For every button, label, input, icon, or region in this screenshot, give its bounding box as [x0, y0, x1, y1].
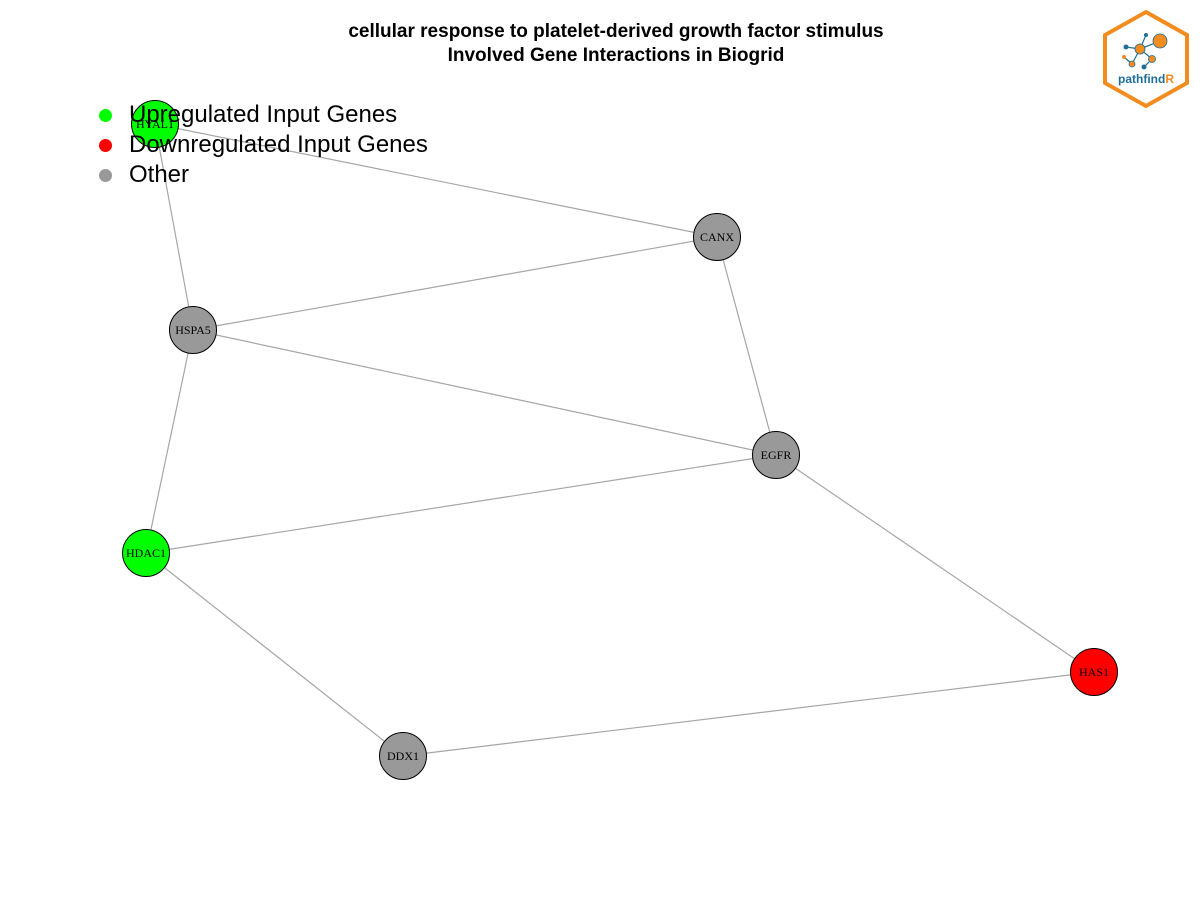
- edge-egfr-hdac1: [145, 454, 777, 554]
- title-line-1: cellular response to platelet-derived gr…: [348, 21, 884, 42]
- node-canx[interactable]: CANX: [693, 213, 741, 261]
- node-egfr[interactable]: EGFR: [752, 431, 800, 479]
- legend-label-other: Other: [129, 161, 190, 188]
- edge-hyal1-hspa5: [154, 123, 194, 331]
- node-label-hdac1: HDAC1: [126, 546, 166, 560]
- node-circle-egfr[interactable]: [752, 431, 800, 479]
- legend-label-downregulated: Downregulated Input Genes: [129, 131, 428, 158]
- edge-hspa5-egfr: [192, 329, 777, 456]
- node-has1[interactable]: HAS1: [1070, 648, 1118, 696]
- logo-text-main: pathfind: [1118, 72, 1165, 86]
- node-circle-hyal1[interactable]: [131, 100, 179, 148]
- edge-canx-egfr: [716, 236, 777, 456]
- node-circle-ddx1[interactable]: [379, 732, 427, 780]
- chart-title: cellular response to platelet-derived gr…: [0, 20, 1200, 68]
- legend-dot-other: [99, 168, 112, 182]
- node-label-hspa5: HSPA5: [175, 323, 211, 337]
- node-label-canx: CANX: [700, 230, 734, 244]
- node-ddx1[interactable]: DDX1: [379, 732, 427, 780]
- edge-egfr-has1: [775, 454, 1095, 673]
- node-circle-hdac1[interactable]: [122, 529, 170, 577]
- edge-hyal1-canx: [154, 123, 718, 238]
- node-circle-has1[interactable]: [1070, 648, 1118, 696]
- node-hdac1[interactable]: HDAC1: [122, 529, 170, 577]
- edge-has1-ddx1: [402, 671, 1095, 757]
- legend-item-upregulated: Upregulated Input Genes: [97, 100, 428, 130]
- node-hyal1[interactable]: HYAL1: [131, 100, 179, 148]
- node-label-ddx1: DDX1: [387, 749, 419, 763]
- edge-hdac1-ddx1: [145, 552, 404, 757]
- legend-item-downregulated: Downregulated Input Genes: [97, 130, 428, 160]
- logo-network-nodes: [1122, 33, 1168, 70]
- node-hspa5[interactable]: HSPA5: [169, 306, 217, 354]
- edge-canx-hspa5: [192, 236, 718, 331]
- node-circle-hspa5[interactable]: [169, 306, 217, 354]
- logo-text: pathfindR: [1118, 72, 1174, 86]
- logo-text-accent: R: [1165, 72, 1174, 86]
- pathfindr-logo: pathfindR: [1103, 9, 1189, 109]
- edges-layer: [145, 123, 1095, 757]
- legend-dot-downregulated: [99, 138, 112, 152]
- legend-dot-upregulated: [99, 108, 112, 122]
- legend: Upregulated Input Genes Downregulated In…: [97, 100, 428, 190]
- logo-hexagon: [1103, 9, 1189, 109]
- legend-label-upregulated: Upregulated Input Genes: [129, 101, 398, 128]
- edge-hspa5-hdac1: [145, 329, 194, 554]
- title-line-2: Involved Gene Interactions in Biogrid: [447, 45, 785, 66]
- node-label-hyal1: HYAL1: [136, 117, 174, 131]
- legend-item-other: Other: [97, 160, 428, 190]
- node-label-has1: HAS1: [1079, 665, 1109, 679]
- node-circle-canx[interactable]: [693, 213, 741, 261]
- node-label-egfr: EGFR: [761, 448, 792, 462]
